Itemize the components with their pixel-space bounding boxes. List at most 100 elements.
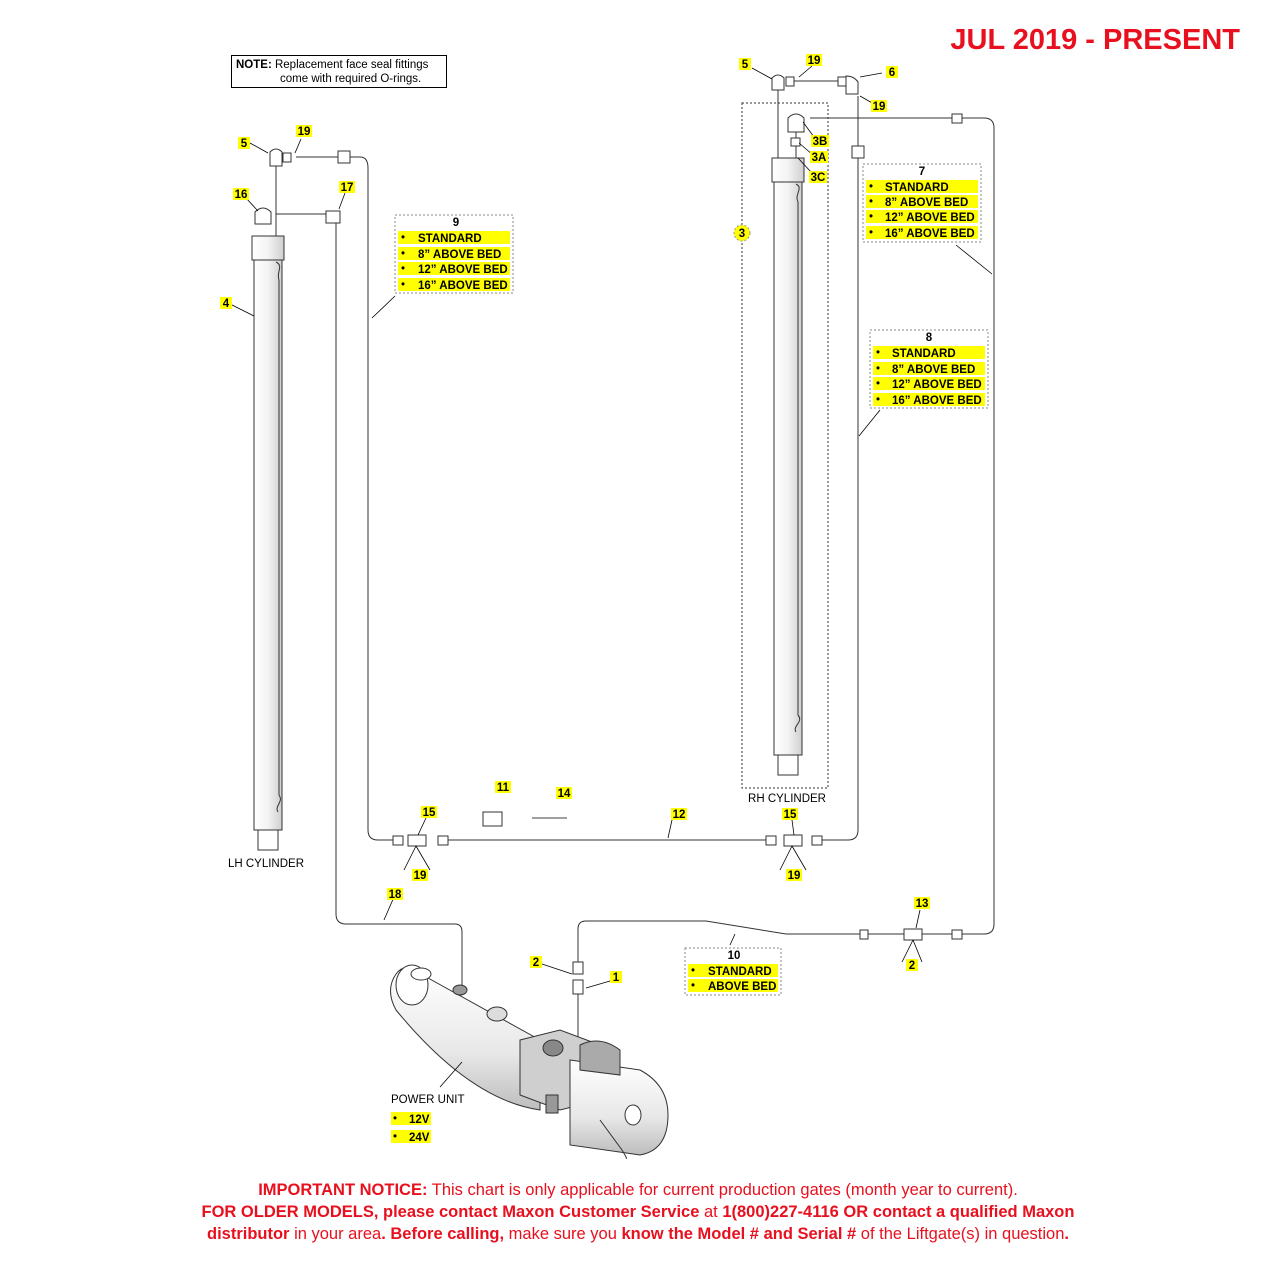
important-notice: IMPORTANT NOTICE: This chart is only app…: [0, 1179, 1276, 1245]
rh-cylinder-assembly-box: [741, 102, 829, 789]
callout-7: 7: [919, 166, 925, 178]
callout-3c: 3C: [811, 172, 826, 184]
hose-9-option: STANDARD: [418, 233, 482, 245]
hose-7-options: • • • • STANDARD 8” ABOVE BED 12” ABOVE …: [866, 180, 978, 240]
callout-5-left: 5: [241, 138, 248, 150]
power-option: 24V: [409, 1132, 430, 1144]
callout-19-bottom-right: 19: [788, 870, 801, 882]
callout-9: 9: [453, 217, 459, 229]
note-line-1: Replacement face seal fittings: [274, 59, 429, 71]
hose-9-option: 16” ABOVE BED: [418, 280, 508, 292]
callout-19-left: 19: [298, 126, 311, 138]
callout-8: 8: [926, 332, 933, 344]
hose-8-option: 16” ABOVE BED: [892, 395, 982, 407]
callout-6: 6: [889, 67, 895, 79]
hose-7-option: 12” ABOVE BED: [885, 212, 975, 224]
notice-l1-rest: This chart is only applicable for curren…: [427, 1181, 1018, 1199]
part-11-decal: [482, 811, 503, 827]
callout-19-top: 19: [808, 55, 821, 67]
hose-7-option: 8” ABOVE BED: [885, 197, 968, 209]
notice-l2-bold: FOR OLDER MODELS, please contact Maxon C…: [201, 1203, 700, 1221]
notice-l1-bold: IMPORTANT NOTICE:: [258, 1181, 428, 1199]
bullet: •: [876, 363, 880, 375]
callout-18: 18: [389, 889, 402, 901]
bullet: •: [691, 965, 695, 977]
bullet: •: [393, 1131, 397, 1143]
callout-3a: 3A: [812, 152, 827, 164]
callout-2-right: 2: [909, 960, 915, 972]
hose-8-options-box: [869, 329, 989, 409]
hose-10-options-box: [684, 947, 782, 996]
callout-17: 17: [341, 182, 354, 194]
rh-cylinder: [771, 157, 805, 776]
hose-8-option: 12” ABOVE BED: [892, 379, 982, 391]
date-range-title: JUL 2019 - PRESENT: [950, 24, 1240, 56]
callout-14: 14: [558, 788, 571, 800]
hose-8: [822, 158, 859, 841]
callout-19-bottom-left: 19: [414, 870, 427, 882]
callout-3b: 3B: [813, 136, 828, 148]
hose-10-option: STANDARD: [708, 966, 772, 978]
hose-8-option: 8” ABOVE BED: [892, 364, 975, 376]
bullet: •: [869, 211, 873, 223]
bullet: •: [401, 232, 405, 244]
hose-10: [577, 920, 860, 962]
bullet: •: [691, 980, 695, 992]
hose-7-options-box: [862, 163, 982, 243]
bullet: •: [869, 196, 873, 208]
rh-cylinder-label: RH CYLINDER: [748, 793, 826, 805]
hose-9: [350, 156, 393, 841]
hose-10-option: ABOVE BED: [708, 981, 776, 993]
hose-7-option: STANDARD: [885, 182, 949, 194]
callout-12: 12: [673, 809, 686, 821]
hose-10-options: • • STANDARD ABOVE BED: [688, 964, 778, 993]
bullet: •: [869, 227, 873, 239]
callout-13: 13: [916, 898, 929, 910]
note-prefix: NOTE:: [236, 59, 272, 71]
bullet: •: [876, 394, 880, 406]
notice-l3-end: .: [1064, 1225, 1070, 1243]
notice-l2-mid: at: [699, 1203, 723, 1221]
callout-19-right: 19: [873, 101, 886, 113]
hose-9-option: 8” ABOVE BED: [418, 249, 501, 261]
notice-l3-bold2: . Before calling,: [381, 1225, 505, 1243]
notice-l3-bold3: know the Model # and Serial #: [621, 1225, 857, 1243]
bullet: •: [401, 248, 405, 260]
callout-15-right: 15: [784, 809, 797, 821]
hose-9-options: • • • • STANDARD 8” ABOVE BED 12” ABOVE …: [398, 231, 510, 292]
callout-4: 4: [223, 298, 230, 310]
callout-1: 1: [613, 972, 620, 984]
callout-16: 16: [235, 189, 248, 201]
callout-15-left: 15: [423, 807, 436, 819]
hose-8-options: • • • • STANDARD 8” ABOVE BED 12” ABOVE …: [873, 346, 985, 407]
callout-5-right: 5: [742, 59, 749, 71]
hose-9-option: 12” ABOVE BED: [418, 264, 508, 276]
lh-cylinder-label: LH CYLINDER: [228, 858, 304, 870]
power-unit-label: POWER UNIT: [391, 1094, 464, 1106]
hose-7-option: 16” ABOVE BED: [885, 228, 975, 240]
bullet: •: [401, 279, 405, 291]
bullet: •: [876, 347, 880, 359]
callout-3: 3: [739, 228, 745, 240]
power-unit: [390, 964, 669, 1159]
notice-l3-mid: in your area: [289, 1225, 382, 1243]
note-line-2: come with required O-rings.: [280, 73, 422, 85]
notice-l2-bold2: 1(800)227-4116 OR contact a qualified Ma…: [722, 1203, 1075, 1221]
hose-7: [962, 117, 995, 935]
hose-9-options-box: [394, 214, 514, 294]
power-unit-options: • • 12V 24V: [391, 1112, 431, 1144]
hose-8-option: STANDARD: [892, 348, 956, 360]
notice-l3-rest: of the Liftgate(s) in question: [856, 1225, 1065, 1243]
notice-l3-mid2: make sure you: [504, 1225, 622, 1243]
callout-11: 11: [497, 782, 510, 794]
bullet: •: [401, 263, 405, 275]
bullet: •: [393, 1113, 397, 1125]
lh-cylinder: [251, 235, 285, 851]
callout-10: 10: [728, 950, 741, 962]
hose-18: [335, 216, 463, 985]
bullet: •: [869, 181, 873, 193]
callout-2-left: 2: [533, 957, 539, 969]
notice-l3-bold: distributor: [206, 1225, 290, 1243]
note-box: NOTE: Replacement face seal fittings com…: [231, 55, 447, 88]
